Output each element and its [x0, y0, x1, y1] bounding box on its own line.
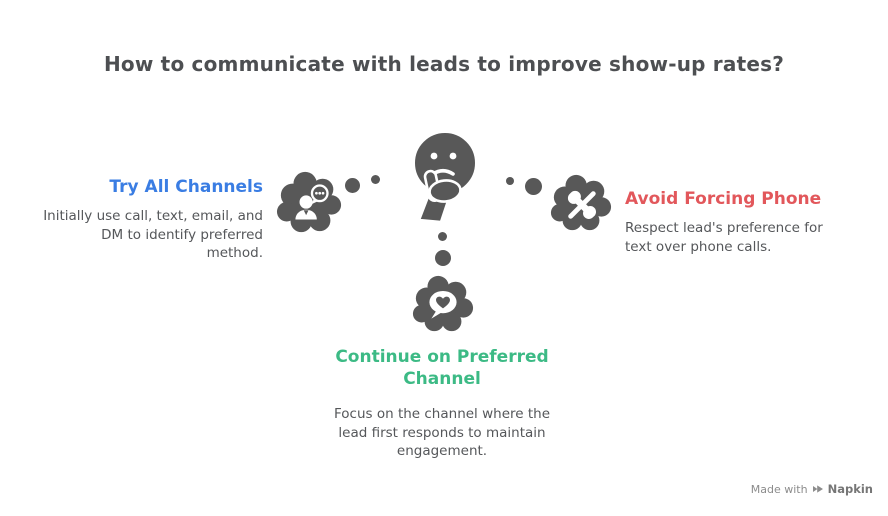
thought-trail-dot: [435, 250, 451, 266]
node-continue-on-preferred-channel: Continue on Preferred Channel Focus on t…: [272, 346, 612, 461]
node-heading-continue-on-preferred-channel: Continue on Preferred Channel: [335, 347, 549, 389]
watermark-prefix: Made with: [750, 482, 808, 496]
node-avoid-forcing-phone: Avoid Forcing Phone Respect lead's prefe…: [625, 188, 860, 256]
watermark-brand: Napkin: [827, 482, 873, 496]
thought-trail-dot: [371, 175, 380, 184]
node-heading-try-all-channels: Try All Channels: [109, 177, 263, 197]
thought-trail-dot: [525, 178, 542, 195]
node-body-continue-on-preferred-channel: Focus on the channel where the lead firs…: [333, 406, 551, 459]
phone-slash-icon: [549, 172, 613, 234]
thought-trail-dot: [438, 232, 447, 241]
node-try-all-channels: Try All Channels Initially use call, tex…: [3, 176, 263, 263]
napkin-logo-icon: [812, 485, 823, 493]
thought-trail-dot: [345, 178, 360, 193]
node-body-try-all-channels: Initially use call, text, email, and DM …: [43, 208, 263, 261]
thinking-face-icon: [413, 131, 477, 222]
support-agent-chat-icon: [276, 169, 344, 236]
heart-speech-bubble-icon: [411, 273, 475, 335]
node-heading-avoid-forcing-phone: Avoid Forcing Phone: [625, 189, 822, 209]
node-body-avoid-forcing-phone: Respect lead's preference for text over …: [625, 220, 823, 255]
page-title: How to communicate with leads to improve…: [103, 52, 785, 76]
thought-trail-dot: [506, 177, 514, 185]
napkin-watermark: Made with Napkin: [751, 482, 873, 496]
